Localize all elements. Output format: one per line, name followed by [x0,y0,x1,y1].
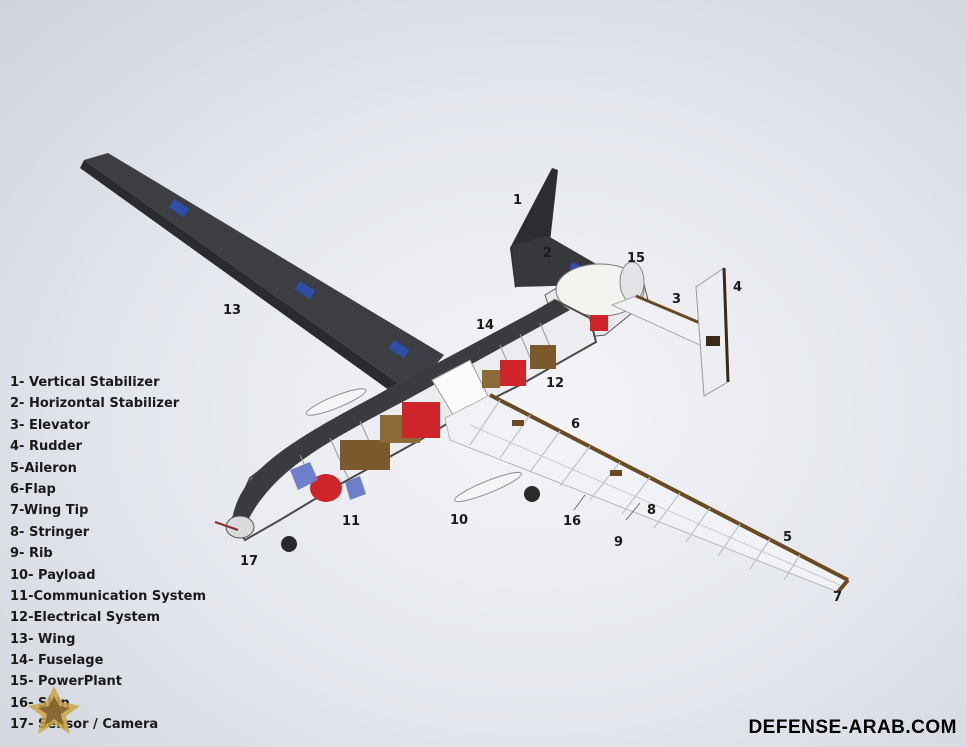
legend-item: 8- Stringer [10,524,90,540]
flap-hinge [512,420,524,426]
propeller [214,521,239,531]
callout-14: 14 [476,318,495,333]
callout-15: 15 [627,251,646,266]
red-component [402,402,440,438]
legend-item: 1- Vertical Stabilizer [10,375,160,390]
callout-8: 8 [647,503,657,518]
callout-10: 10 [450,513,469,528]
callout-11: 11 [342,514,361,529]
callout-13: 13 [223,303,242,318]
electrical-box [530,345,556,369]
electrical-box [340,440,390,470]
fuselage-top-skin [232,300,570,520]
nose-gear-wheel [281,536,297,552]
wing-tip [836,578,850,594]
callout-17: 17 [240,554,259,569]
legend-item: 3- Elevator [10,417,90,433]
powerplant-ring [619,261,645,303]
wing-panel [294,280,316,300]
legend-item: 7-Wing Tip [10,503,89,519]
wing-stringer [469,424,841,586]
wing-panel [388,339,410,359]
left-wing [84,153,444,393]
legend-item: 13- Wing [10,631,76,647]
legend-item: 2- Horizontal Stabilizer [10,396,180,412]
legend-item: 5-Aileron [10,460,77,476]
wing-spar [489,393,849,582]
legend-item: 4- Rudder [10,439,83,455]
leader-lines [573,494,641,521]
comm-panel [345,476,366,500]
legend-item: 14- Fuselage [10,653,104,669]
callout-7: 7 [833,590,843,605]
communication-system [310,474,342,502]
rudder-hinge [706,336,720,346]
callout-3: 3 [672,292,682,307]
callout-12: 12 [546,376,565,391]
legend-item: 12-Electrical System [10,610,161,626]
left-wing-shade [80,160,412,398]
legend-item: 6-Flap [10,481,56,497]
callout-2: 2 [543,246,553,261]
arab-defense-forum-logo [28,686,80,734]
red-component [590,315,608,331]
callout-16: 16 [563,514,582,529]
sensor-camera [225,515,255,539]
legend-item: 10- Payload [10,567,96,583]
rudder-spar [722,267,730,383]
main-gear-wheel [524,486,540,502]
legend-item: 15- PowerPlant [10,674,122,690]
legend-item: 11-Communication System [10,588,207,604]
site-watermark: DEFENSE-ARAB.COM [748,717,957,738]
red-component [500,360,526,386]
electrical-box [482,370,500,388]
wing-ribs [469,399,801,581]
comm-panel [290,462,318,490]
wing-panel [168,198,190,218]
callout-9: 9 [614,535,624,550]
callout-6: 6 [571,417,581,432]
legend-item: 9- Rib [10,546,53,562]
callout-1: 1 [513,193,523,208]
callout-5: 5 [783,530,793,545]
callout-4: 4 [733,280,743,295]
payload-pod [454,471,522,503]
flap-hinge [610,470,622,476]
payload-pod [305,388,367,416]
